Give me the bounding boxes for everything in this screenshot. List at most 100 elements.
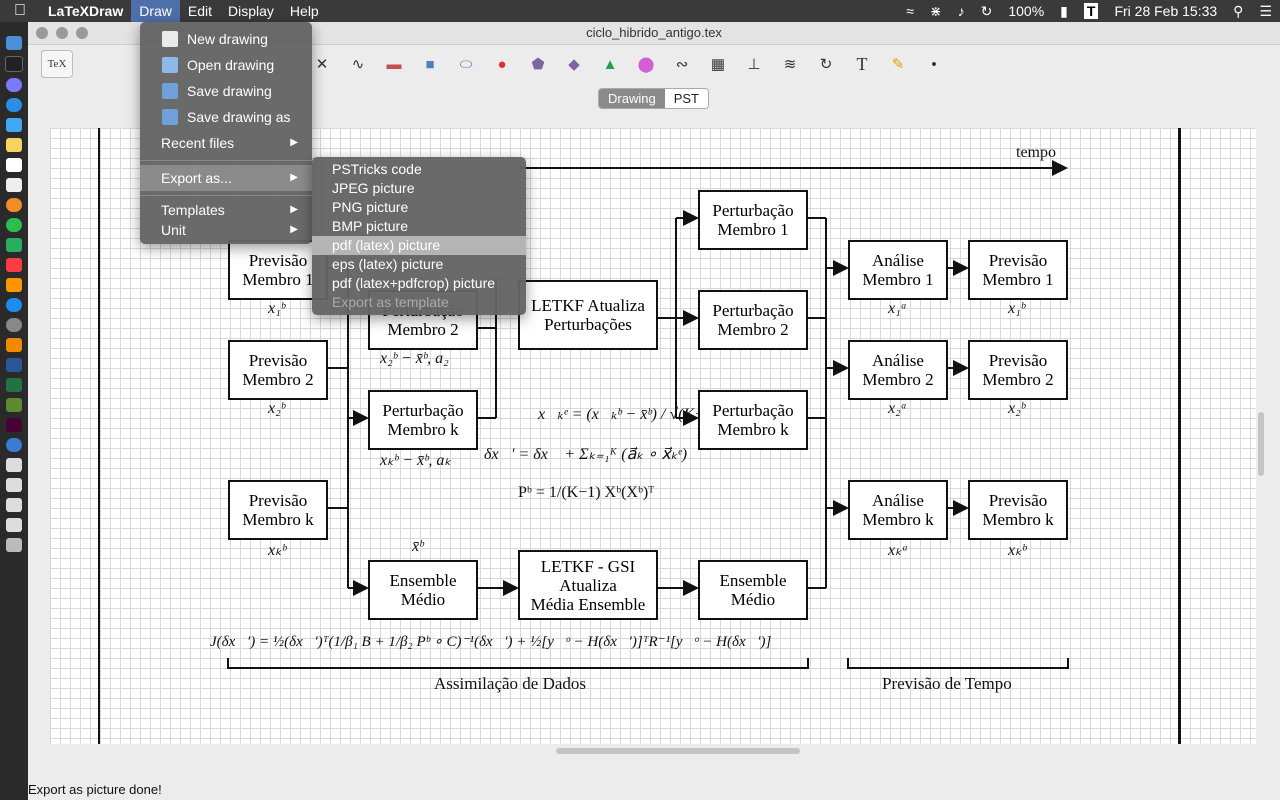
dot-icon[interactable]: • <box>931 55 937 73</box>
rectangle-icon[interactable]: ▬ <box>386 55 402 73</box>
text-input-icon[interactable]: T <box>1083 3 1099 19</box>
text-icon[interactable]: T <box>856 53 868 74</box>
document-icon[interactable] <box>6 478 22 492</box>
export-pdf-latex-pdfcrop-picture[interactable]: pdf (latex+pdfcrop) picture <box>332 275 496 291</box>
ellipse-icon[interactable]: ⬭ <box>459 55 473 73</box>
volume-icon[interactable]: ♪ <box>957 3 965 19</box>
export-jpeg-picture[interactable]: JPEG picture <box>332 180 415 196</box>
arc-icon[interactable]: ↻ <box>819 56 833 73</box>
wave-icon[interactable]: ≋ <box>783 56 797 73</box>
time-machine-icon[interactable]: ↻ <box>980 2 993 19</box>
menu-draw[interactable]: Draw <box>131 0 180 22</box>
photos-icon[interactable] <box>6 198 22 212</box>
menu-item-save-drawing[interactable]: Save drawing <box>140 78 312 104</box>
horizontal-scrollbar[interactable] <box>556 748 800 754</box>
bluetooth-icon[interactable]: ⋇ <box>929 2 942 19</box>
finder-icon[interactable] <box>6 36 22 50</box>
globe-icon[interactable] <box>6 438 22 452</box>
calendar-icon[interactable] <box>6 158 22 172</box>
polyline-icon[interactable]: ∿ <box>351 56 365 73</box>
trash-icon[interactable] <box>6 538 22 552</box>
word-icon[interactable] <box>6 358 22 372</box>
close-window-button[interactable] <box>36 27 48 39</box>
equation-ensemble-perturbation: x⃗ₖᵉ = (x⃗ₖᵇ − x̄ᵇ) / √(K−1) <box>538 406 719 423</box>
menu-item-export-as[interactable]: Export as...▶ <box>140 165 312 191</box>
books-icon[interactable] <box>6 278 22 292</box>
freehand-shape-icon[interactable]: ⬤ <box>637 56 655 73</box>
launchpad-icon[interactable] <box>6 78 22 92</box>
window-title: ciclo_hibrido_antigo.tex <box>586 25 722 40</box>
draw-menu: New drawing Open drawing Save drawing Sa… <box>140 22 312 244</box>
menu-edit[interactable]: Edit <box>175 3 212 19</box>
xd-icon[interactable] <box>6 418 22 432</box>
polygon-icon[interactable]: ⬟ <box>531 56 545 73</box>
export-pstricks-code[interactable]: PSTricks code <box>332 161 422 177</box>
menu-item-templates[interactable]: Templates▶ <box>161 202 298 218</box>
grid-icon[interactable]: ▦ <box>710 56 726 73</box>
tex-button[interactable]: TeX <box>41 50 73 78</box>
app-menu[interactable]: LaTeXDraw <box>36 3 123 19</box>
rhombus-icon[interactable]: ◆ <box>568 56 580 73</box>
drawing-canvas[interactable]: tempo Previsão Membro 1 Previsão Membro … <box>50 128 1256 744</box>
menu-help[interactable]: Help <box>277 3 319 19</box>
menu-item-open-drawing[interactable]: Open drawing <box>140 52 312 78</box>
vlc-icon[interactable] <box>6 338 22 352</box>
app-store-icon[interactable] <box>6 298 22 312</box>
tab-pst[interactable]: PST <box>664 89 708 108</box>
square-icon[interactable]: ■ <box>425 55 435 73</box>
reminders-icon[interactable] <box>6 178 22 192</box>
label-dk: xₖᵇ − x̄ᵇ, aₖ <box>380 452 452 469</box>
minimize-window-button[interactable] <box>56 27 68 39</box>
triangle-icon[interactable]: ▲ <box>602 55 618 73</box>
excel-icon[interactable] <box>6 378 22 392</box>
preferences-icon[interactable] <box>6 318 22 332</box>
forecast-out-member-1-box: Previsão Membro 1 <box>968 240 1068 300</box>
terminal-icon[interactable] <box>5 56 23 72</box>
tab-drawing[interactable]: Drawing <box>599 89 665 108</box>
export-submenu: PSTricks code JPEG picture PNG picture B… <box>312 157 526 315</box>
bezier-icon[interactable]: ∾ <box>675 56 689 73</box>
mail-icon[interactable] <box>6 118 22 132</box>
document-icon[interactable] <box>6 498 22 512</box>
delete-icon[interactable]: ✕ <box>315 56 329 73</box>
safari-icon[interactable] <box>6 98 22 112</box>
menu-separator <box>140 195 312 196</box>
music-icon[interactable] <box>6 258 22 272</box>
label-xb2: x₂ᵇ <box>268 400 285 417</box>
spotlight-icon[interactable]: ⚲ <box>1233 2 1244 19</box>
app-icon[interactable] <box>6 398 22 412</box>
data-assimilation-label: Assimilação de Dados <box>434 674 587 693</box>
left-page-border <box>98 128 100 744</box>
menu-item-new-drawing[interactable]: New drawing <box>140 26 312 52</box>
clock[interactable]: Fri 28 Feb 15:33 <box>1114 3 1218 19</box>
forecast-out-member-k-box: Previsão Membro k <box>968 480 1068 540</box>
analysis-member-1-box: Análise Membro 1 <box>848 240 948 300</box>
battery-icon[interactable]: ▮ <box>1060 2 1068 19</box>
export-png-picture[interactable]: PNG picture <box>332 199 409 215</box>
export-eps-latex-picture[interactable]: eps (latex) picture <box>332 256 444 272</box>
menu-item-save-drawing-as[interactable]: Save drawing as <box>140 104 312 130</box>
apple-icon[interactable]:  <box>0 0 34 22</box>
battery-label[interactable]: 100% <box>1008 3 1045 19</box>
document-icon[interactable] <box>6 518 22 532</box>
facetime-icon[interactable] <box>6 238 22 252</box>
menu-display[interactable]: Display <box>216 3 274 19</box>
menu-item-recent-files[interactable]: Recent files▶ <box>140 130 312 156</box>
export-bmp-picture[interactable]: BMP picture <box>332 218 408 234</box>
zoom-window-button[interactable] <box>76 27 88 39</box>
vertical-scrollbar[interactable] <box>1258 412 1264 476</box>
notes-icon[interactable] <box>6 138 22 152</box>
save-drawing-icon <box>162 83 178 99</box>
notification-center-icon[interactable]: ☰ <box>1259 2 1272 19</box>
axes-icon[interactable]: ⊥ <box>747 56 761 73</box>
messages-icon[interactable] <box>6 218 22 232</box>
pencil-icon[interactable]: ✎ <box>891 56 905 73</box>
ensemble-mean-right-box: Ensemble Médio <box>698 560 808 620</box>
app-window: ciclo_hibrido_antigo.tex ◻ 📁 💾 ↶ ↷ ⬚ ✕ ∿… <box>28 22 1280 800</box>
export-pdf-latex-picture[interactable]: pdf (latex) picture <box>312 236 526 255</box>
wifi-icon[interactable]: ≈ <box>906 3 914 19</box>
menu-item-unit[interactable]: Unit▶ <box>161 222 298 238</box>
document-icon[interactable] <box>6 458 22 472</box>
letkf-perturbations-box: LETKF Atualiza Perturbações <box>518 280 658 350</box>
circle-icon[interactable]: ● <box>497 55 507 73</box>
